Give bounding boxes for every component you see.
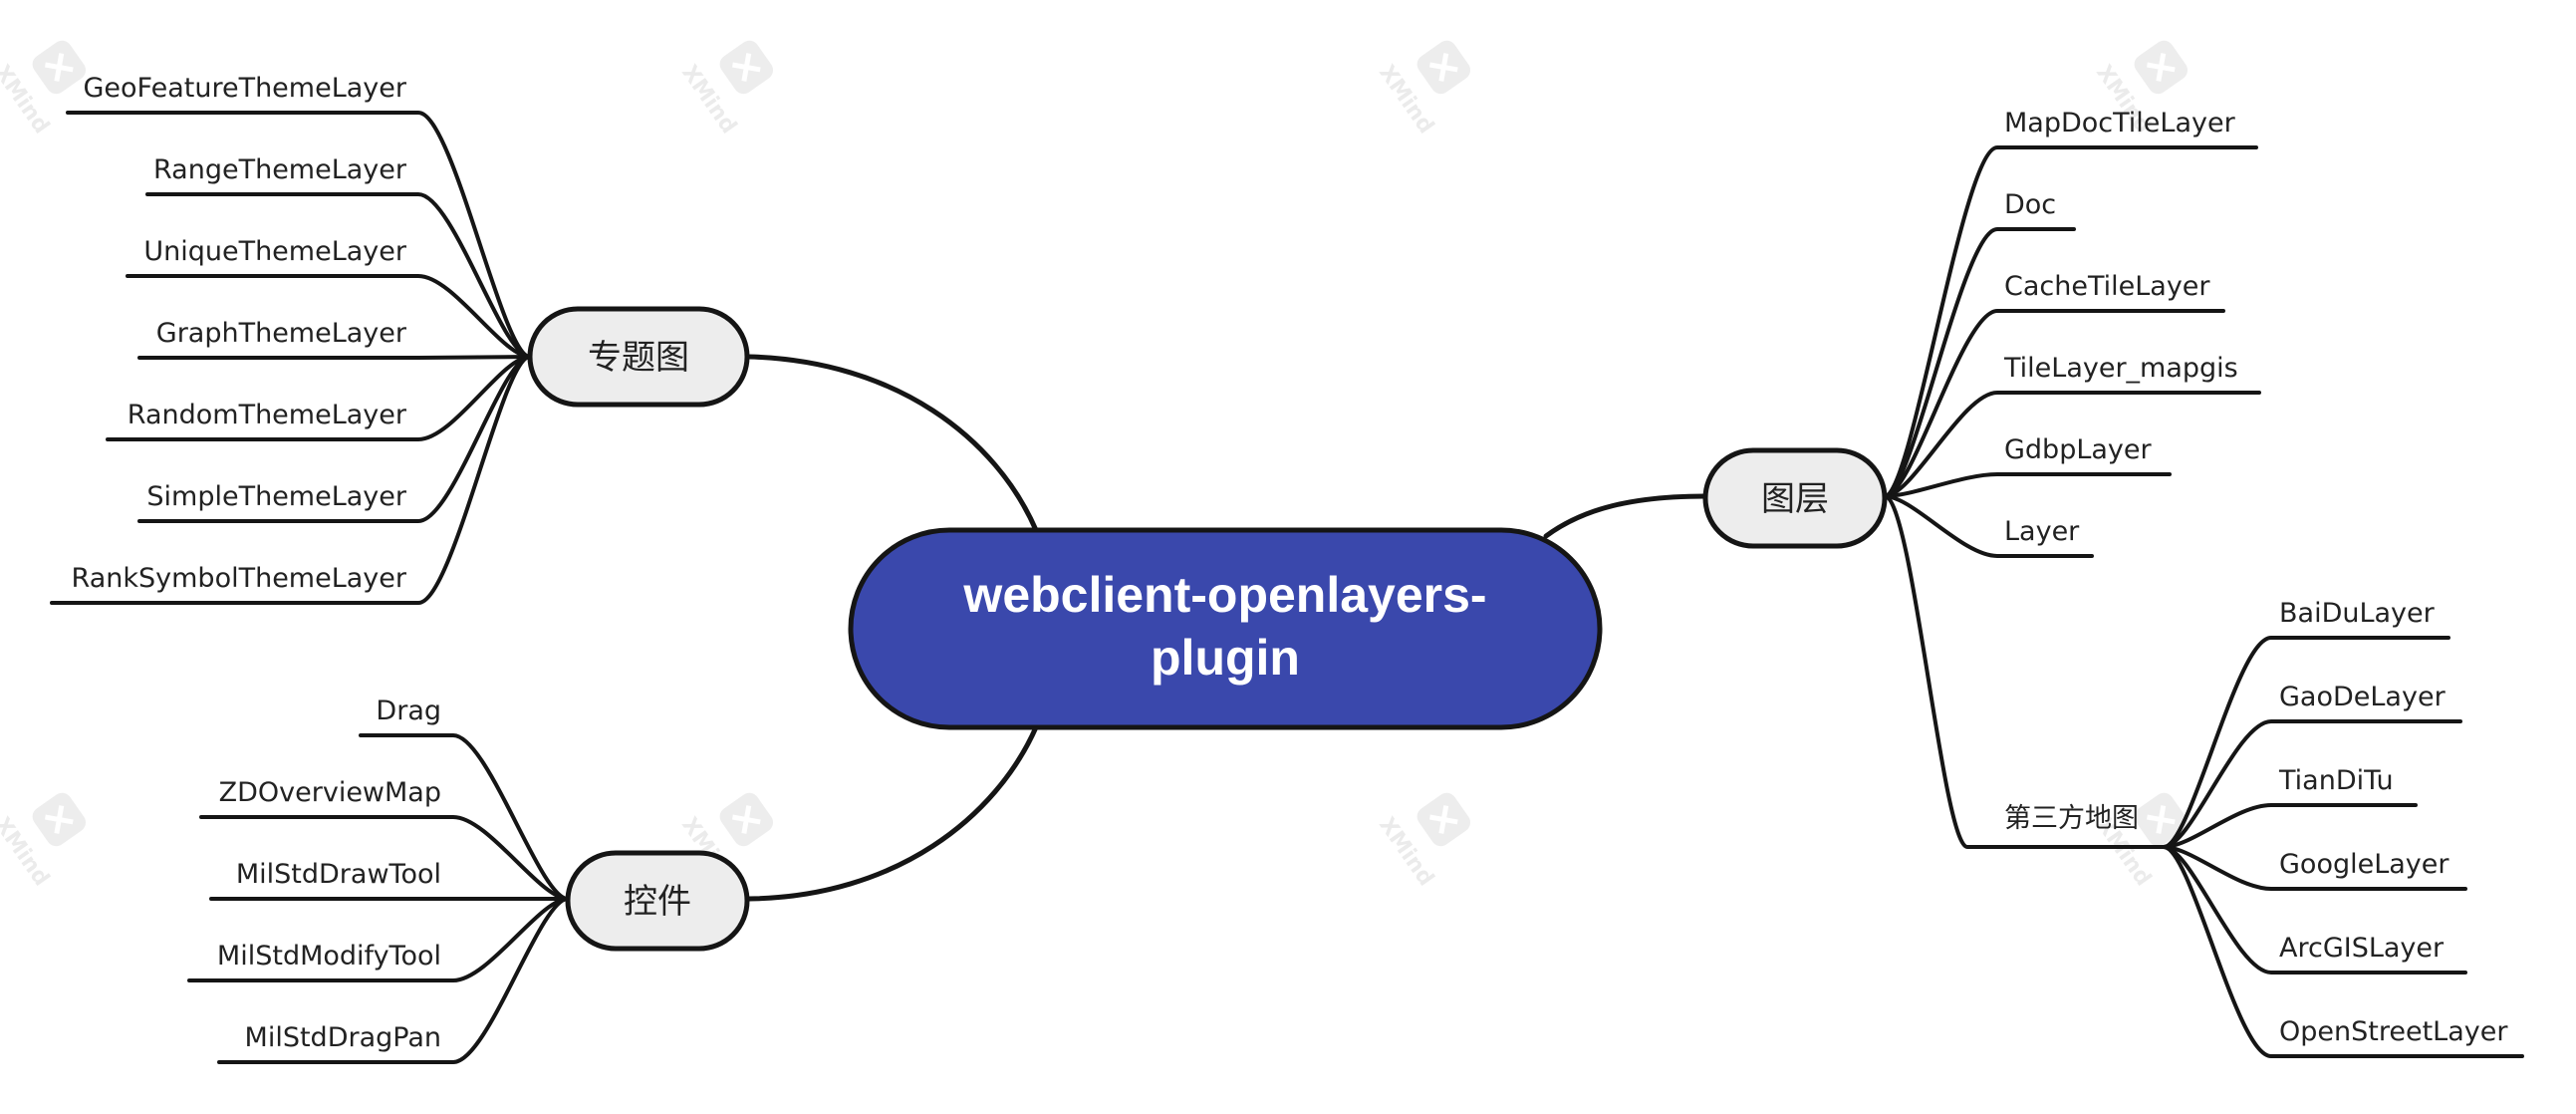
leaf-topic-uniquethemelayer[interactable]: UniqueThemeLayer	[143, 236, 407, 267]
leaf-connector	[359, 733, 570, 901]
leaf-topic-simplethemelayer[interactable]: SimpleThemeLayer	[146, 481, 406, 512]
leaf-connector	[199, 815, 570, 901]
leaf-topic-milstdmodifytool[interactable]: MilStdModifyTool	[217, 941, 441, 972]
central-topic-line-1: webclient-openlayers-	[962, 567, 1486, 623]
leaf-topic-mapdoctilelayer[interactable]: MapDocTileLayer	[2004, 108, 2236, 139]
leaf-topic-arcgislayer[interactable]: ArcGISLayer	[2279, 933, 2445, 964]
leaf-topic-ranksymbolthemelayer[interactable]: RankSymbolThemeLayer	[72, 563, 407, 594]
leaf-topic-drag[interactable]: Drag	[376, 696, 441, 726]
leaf-connector	[137, 355, 532, 360]
branch-topic-controls[interactable]: 控件	[565, 850, 750, 952]
leaf-connector	[2162, 803, 2418, 849]
leaf-connector	[145, 192, 532, 359]
watermark-x-mark	[731, 53, 761, 82]
leaf-connector	[187, 897, 570, 982]
leaf-connector	[1883, 391, 2261, 498]
third-party-connector	[1883, 494, 2166, 849]
watermark-x-mark	[1428, 53, 1458, 82]
leaf-connector	[50, 355, 532, 605]
leaf-topic-milstddragpan[interactable]: MilStdDragPan	[245, 1022, 441, 1053]
xmind-watermark: XMind	[676, 40, 774, 139]
center-to-theme-connector	[746, 354, 1039, 533]
leaf-connector	[137, 355, 532, 523]
central-topic-line-2: plugin	[1151, 630, 1300, 686]
watermark-x-mark	[731, 805, 761, 834]
central-topic[interactable]: webclient-openlayers- plugin	[848, 527, 1603, 730]
watermark-x-mark	[2146, 805, 2176, 834]
leaf-connector	[66, 111, 532, 359]
leaf-connector	[2162, 719, 2462, 849]
branch-topic-theme-map[interactable]: 专题图	[527, 306, 750, 408]
center-to-controls-connector	[746, 724, 1039, 902]
leaf-connector	[106, 355, 532, 441]
leaf-connector	[217, 897, 570, 1064]
leaf-topic-graphthemelayer[interactable]: GraphThemeLayer	[156, 318, 407, 349]
leaf-topic-rangethemelayer[interactable]: RangeThemeLayer	[153, 154, 407, 185]
leaf-topic-layer[interactable]: Layer	[2004, 516, 2080, 547]
layers-leaves: MapDocTileLayerDocCacheTileLayerTileLaye…	[1883, 108, 2261, 849]
leaf-topic-gdbplayer[interactable]: GdbpLayer	[2004, 434, 2153, 465]
leaf-topic-tilelayer-mapgis[interactable]: TileLayer_mapgis	[2003, 353, 2238, 384]
xmind-watermark: XMind	[1374, 792, 1471, 891]
leaf-topic-randomthemelayer[interactable]: RandomThemeLayer	[128, 400, 407, 430]
leaf-topic-cachetilelayer[interactable]: CacheTileLayer	[2004, 271, 2210, 302]
xmind-watermark: XMind	[2091, 792, 2189, 891]
watermark-x-mark	[1428, 805, 1458, 834]
leaf-connector	[126, 274, 532, 359]
leaf-connector	[1883, 309, 2225, 498]
third-party-leaves: BaiDuLayerGaoDeLayerTianDiTuGoogleLayerA…	[2162, 598, 2524, 1058]
watermark-x-mark	[44, 805, 74, 834]
leaf-connector	[2162, 845, 2467, 891]
leaf-connector	[2162, 845, 2467, 975]
leaf-topic-zdoverviewmap[interactable]: ZDOverviewMap	[219, 777, 441, 808]
leaf-connector	[1883, 145, 2258, 498]
branch-label-layers: 图层	[1761, 479, 1829, 519]
leaf-topic-tianditu[interactable]: TianDiTu	[2278, 765, 2394, 796]
branch-topic-layers[interactable]: 图层	[1702, 447, 1888, 549]
leaf-connector	[1883, 227, 2076, 498]
leaf-topic-openstreetlayer[interactable]: OpenStreetLayer	[2279, 1016, 2508, 1047]
leaf-connector	[2162, 636, 2450, 849]
branch-label-controls: 控件	[624, 882, 691, 922]
theme-map-leaves: GeoFeatureThemeLayerRangeThemeLayerUniqu…	[50, 73, 532, 605]
watermark-x-mark	[2146, 53, 2176, 82]
leaf-topic-baidulayer[interactable]: BaiDuLayer	[2279, 598, 2436, 629]
leaf-topic-milstddrawtool[interactable]: MilStdDrawTool	[236, 859, 441, 890]
leaf-topic-gaodelayer[interactable]: GaoDeLayer	[2279, 682, 2447, 712]
leaf-topic-geofeaturethemelayer[interactable]: GeoFeatureThemeLayer	[84, 73, 407, 104]
watermark-x-mark	[44, 53, 74, 82]
leaf-connector	[1883, 494, 2094, 558]
center-to-layers-connector	[1543, 493, 1708, 539]
xmind-watermark: XMind	[1374, 40, 1471, 139]
sub-branch-third-party-maps[interactable]: 第三方地图	[2004, 803, 2139, 834]
branch-label-theme-map: 专题图	[588, 338, 689, 378]
leaf-topic-googlelayer[interactable]: GoogleLayer	[2279, 849, 2449, 880]
leaf-topic-doc[interactable]: Doc	[2004, 189, 2056, 220]
leaf-connector	[1883, 472, 2172, 498]
xmind-watermark: XMind	[0, 792, 87, 891]
leaf-connector	[2162, 845, 2524, 1058]
controls-leaves: DragZDOverviewMapMilStdDrawToolMilStdMod…	[187, 696, 570, 1064]
